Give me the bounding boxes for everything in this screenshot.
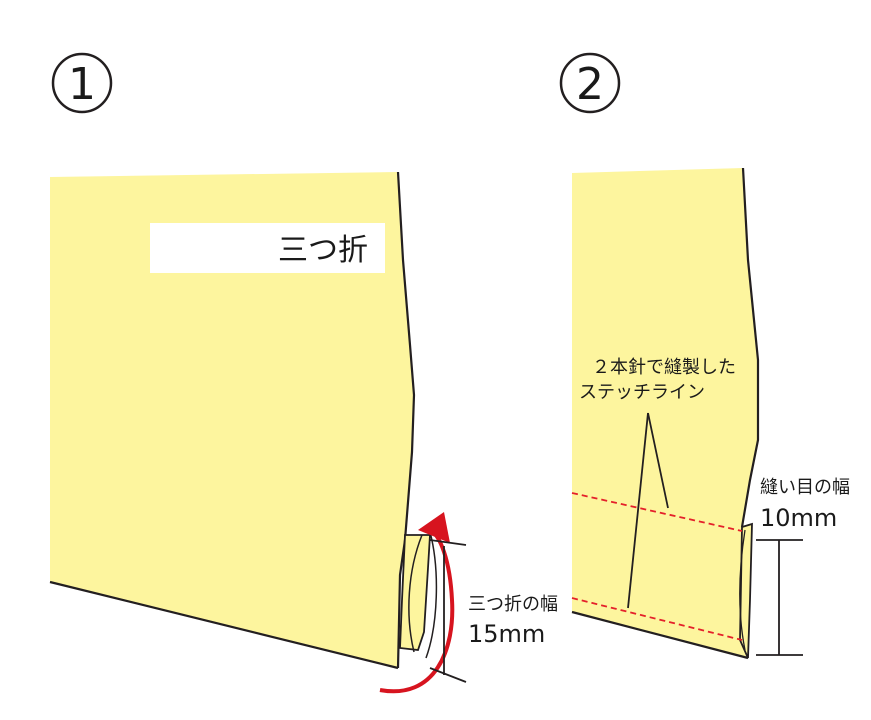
sewn-hem-2: [739, 522, 753, 659]
step-circle-icon: [559, 52, 621, 114]
panel-1: 1 三つ折 三つ折の幅 15mm: [49, 52, 558, 694]
stitch-line-lower: [571, 597, 743, 641]
title-box-1: [150, 223, 385, 273]
seam-dimension-2: [756, 539, 803, 656]
step-number-label: 1: [68, 59, 96, 110]
sewn-hem-curve: [739, 529, 746, 651]
fold-arrow-icon: [379, 528, 455, 694]
stitch-label-line1: ２本針で縫製した: [592, 357, 736, 378]
panel-2: 2 ２本針で縫製した ステッチライン 縫い目の幅 10mm: [559, 52, 850, 660]
step-number-label: 2: [576, 59, 604, 110]
fabric-bottom-edge-1: [49, 580, 399, 670]
title-box-text: 三つ折: [278, 233, 368, 268]
fold-width-value: 15mm: [468, 620, 545, 648]
step-circle-icon: [51, 52, 113, 114]
fold-arrow-head-icon: [418, 512, 450, 543]
fabric-panel-2: [572, 168, 758, 658]
width-dimension-1: [429, 539, 467, 683]
fold-curve-outer: [408, 534, 423, 653]
fabric-bottom-edge-2: [571, 610, 749, 660]
step-number-2: 2: [559, 52, 621, 114]
stitch-line-upper: [571, 492, 743, 532]
callout-line-upper: [647, 412, 669, 509]
stitch-label-line2: ステッチライン: [579, 382, 705, 403]
fabric-right-edge-2: [740, 167, 760, 528]
fold-curve-inner: [425, 531, 438, 659]
callout-line-lower: [627, 412, 649, 609]
seam-width-value: 10mm: [760, 504, 837, 532]
fabric-panel-1: [50, 172, 414, 668]
seam-width-label: 縫い目の幅: [760, 477, 850, 498]
fabric-right-edge-1: [396, 171, 416, 669]
fold-width-label: 三つ折の幅: [468, 594, 558, 615]
step-number-1: 1: [51, 52, 113, 114]
folded-hem-1: [399, 534, 431, 651]
